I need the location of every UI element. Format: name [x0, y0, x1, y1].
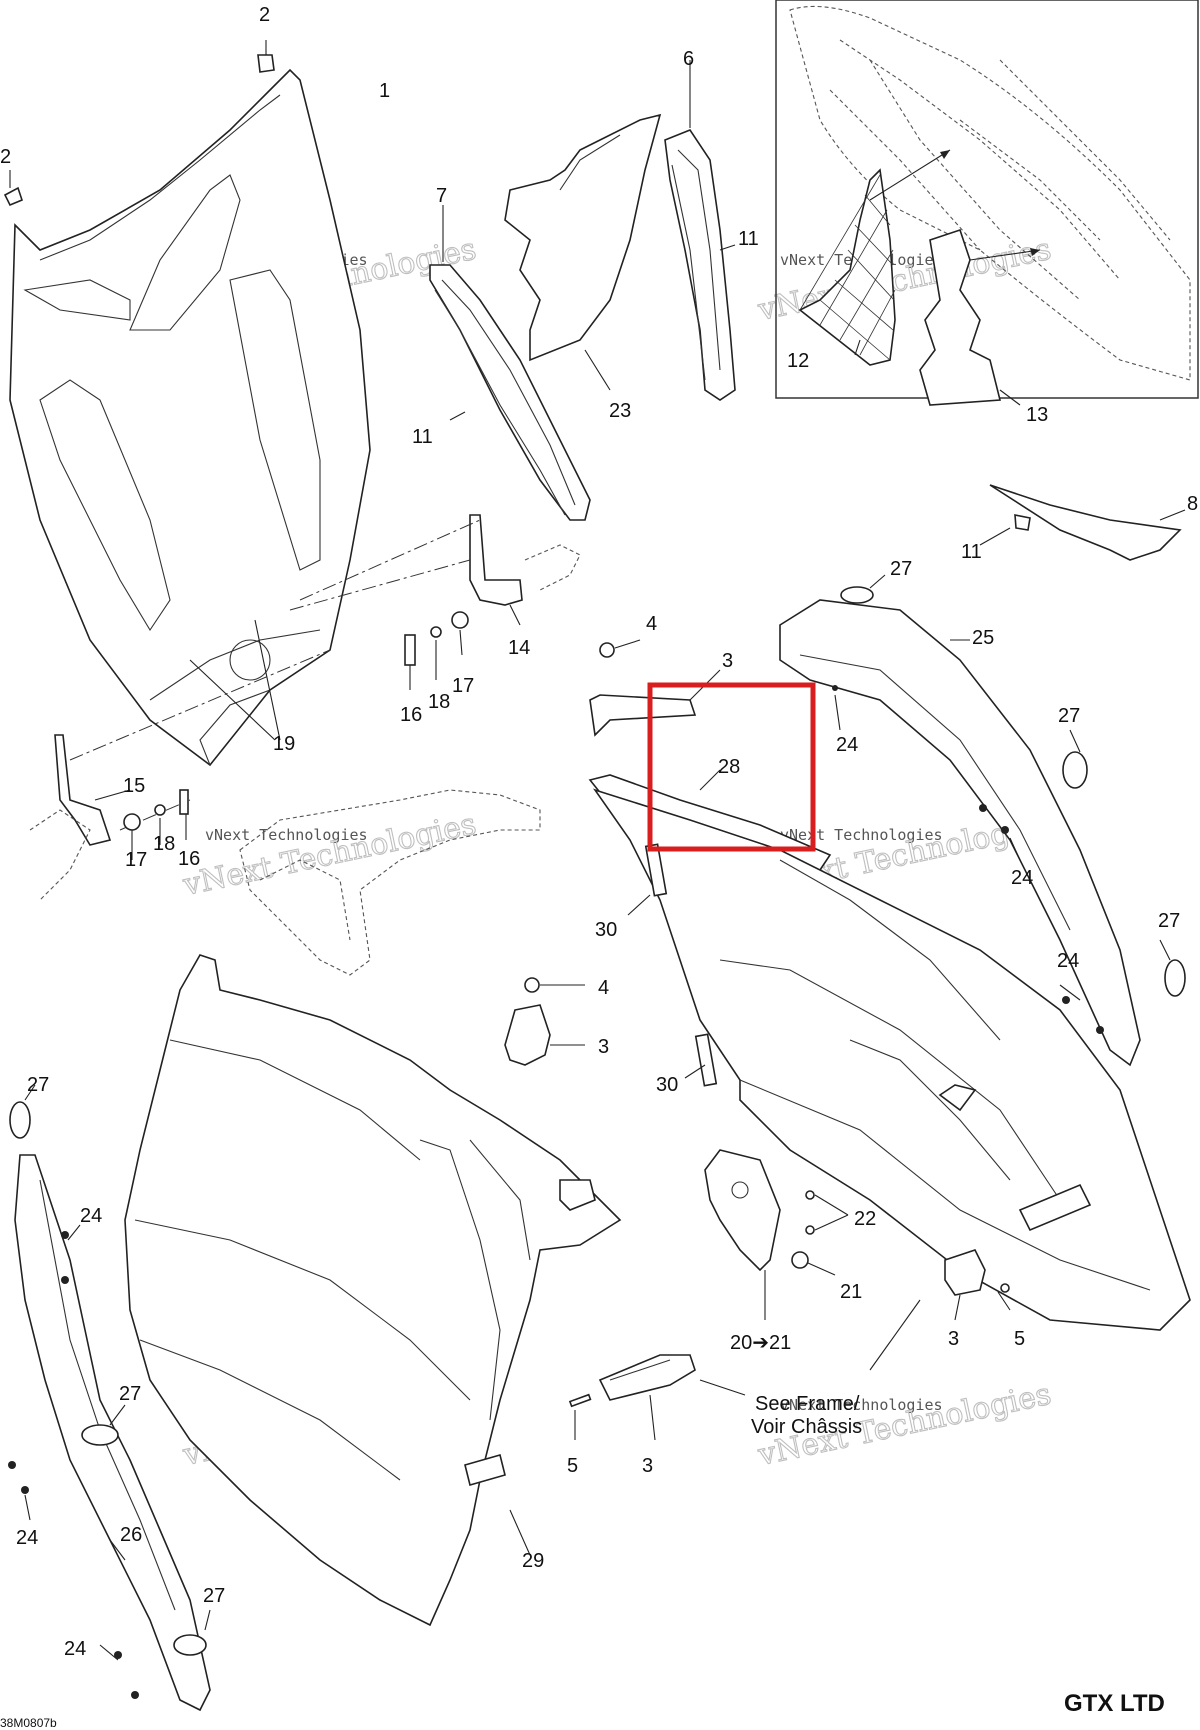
callout-label: 3 [722, 650, 733, 672]
callout-label: 24 [64, 1638, 86, 1660]
callout-label: 21 [840, 1281, 862, 1303]
see-frame-note: See Frame/ [755, 1393, 860, 1415]
callout-label: 5 [567, 1455, 578, 1477]
rear-body [592, 788, 1191, 1331]
side-panel-1 [9, 68, 371, 767]
model-label: GTX LTD [1064, 1690, 1165, 1717]
callout-label: 4 [598, 977, 609, 999]
callout-label: 17 [125, 849, 147, 871]
frame-outline [239, 789, 541, 976]
callout-label: 24 [1057, 950, 1079, 972]
callout-label: 24 [80, 1205, 102, 1227]
callout-label: 18 [428, 691, 450, 713]
callout-label: 22 [854, 1208, 876, 1230]
vent-grille-7 [429, 205, 591, 521]
callout-label: 20➔21 [730, 1332, 791, 1354]
callout-label: 30 [656, 1074, 678, 1096]
callout-label: 24 [836, 734, 858, 756]
callout-label: 27 [1058, 705, 1080, 727]
leaders-19 [189, 619, 281, 741]
bracket-14 [289, 514, 581, 690]
callout-label: 29 [522, 1550, 544, 1572]
callout-label: 19 [273, 733, 295, 755]
callout-label: 16 [400, 704, 422, 726]
callout-label: 24 [16, 1527, 38, 1549]
watermark: vNext Technologies vNext Technologies [754, 231, 1055, 329]
foam-block [919, 228, 1002, 406]
svg-text:vNext Technologies: vNext Technologies [780, 1396, 943, 1414]
callout-label: 3 [948, 1328, 959, 1350]
callout-label: 30 [595, 919, 617, 941]
svg-text:vNext Technologies: vNext Technologies [754, 232, 1054, 328]
vent-grille-6 [664, 60, 736, 401]
rail-26 [8, 1084, 211, 1712]
clip-2 [3, 40, 275, 207]
callout-label: 7 [436, 185, 447, 207]
callout-label: 23 [609, 400, 631, 422]
mesh-panel [798, 168, 896, 366]
callout-label: 11 [738, 228, 759, 250]
callout-label: 11 [412, 426, 433, 448]
callout-label: 2 [259, 4, 270, 26]
callout-label: 3 [642, 1455, 653, 1477]
callout-label: 24 [1011, 867, 1033, 889]
callout-label: 16 [178, 848, 200, 870]
svg-text:vNext Technologies: vNext Technologies [205, 826, 368, 844]
callouts: 2 1 2 6 7 11 11 23 12 13 8 11 14 27 25 4… [0, 4, 1198, 1660]
callout-label: 17 [452, 675, 474, 697]
see-frame-note: Voir Châssis [751, 1416, 862, 1438]
callout-label: 5 [1014, 1328, 1025, 1350]
callout-label: 4 [646, 613, 657, 635]
figure-code: 38M0807b [0, 1716, 57, 1730]
callout-label: 27 [1158, 910, 1180, 932]
callout-label: 18 [153, 833, 175, 855]
callout-label: 8 [1187, 493, 1198, 515]
svg-text:vNext Technologies: vNext Technologies [780, 826, 943, 844]
callout-label: 13 [1026, 404, 1048, 426]
callout-label: 28 [718, 756, 740, 778]
trim-8 [979, 484, 1186, 561]
handle-3-top [589, 639, 721, 737]
callout-label: 27 [203, 1585, 225, 1607]
rail-25 [779, 574, 1186, 1067]
callout-label: 27 [119, 1383, 141, 1405]
callout-label: 27 [890, 558, 912, 580]
callout-label: 14 [508, 637, 530, 659]
callout-label: 12 [787, 350, 809, 372]
callout-label: 27 [27, 1074, 49, 1096]
watermark: vNext Technologies vNext Technologies [179, 806, 480, 904]
callout-label: 6 [683, 48, 694, 70]
foam-23 [504, 113, 662, 391]
inset-panel [775, 0, 1199, 406]
highlight-box [647, 682, 816, 852]
callout-label: 15 [123, 775, 145, 797]
callout-label: 2 [0, 146, 11, 168]
callout-label: 11 [961, 541, 982, 563]
callout-label: 25 [972, 627, 994, 649]
callout-label: 26 [120, 1524, 142, 1546]
front-body-29 [124, 954, 921, 1627]
callout-label: 3 [598, 1036, 609, 1058]
bracket-15 [29, 649, 331, 901]
svg-text:vNext Technologies: vNext Technologies [179, 807, 479, 903]
callout-label: 1 [379, 80, 390, 102]
